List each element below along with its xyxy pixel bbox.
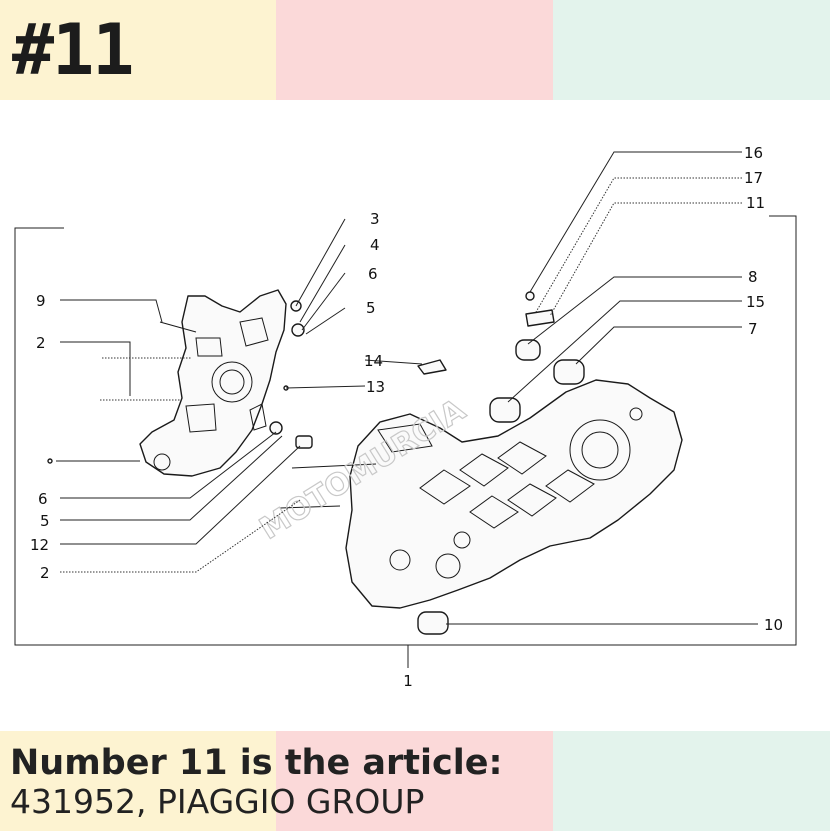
footer-band-pink [276,731,553,831]
callout-3: 3 [370,210,380,228]
footer-band-yellow [0,731,276,831]
callout-6-right: 6 [368,265,378,283]
callout-8: 8 [748,268,758,286]
callout-7: 7 [748,320,758,338]
header-band [0,0,830,100]
callout-10: 10 [764,616,783,634]
callout-9: 9 [36,292,46,310]
assembly-frame [14,215,797,668]
callout-14: 14 [364,352,383,370]
callout-16: 16 [744,144,763,162]
callout-5-right: 5 [366,299,376,317]
callout-2-bottom: 2 [40,564,50,582]
article-info: 431952, PIAGGIO GROUP [10,782,425,821]
callout-11: 11 [746,194,765,212]
footer-band [0,731,830,831]
callout-2-left: 2 [36,334,46,352]
callout-6-left: 6 [38,490,48,508]
small-parts [47,291,585,635]
callout-12: 12 [30,536,49,554]
exploded-parts-diagram: MOTOMURCIA 1 2 2 3 4 5 5 6 6 7 8 9 [14,144,797,690]
callout-13: 13 [366,378,385,396]
footer-title: Number 11 is the article: [10,743,503,783]
header-band-pink [276,0,553,100]
left-crankcase-half [139,289,287,477]
leader-lines [56,151,758,625]
callout-15: 15 [746,293,765,311]
callout-4: 4 [370,236,380,254]
callout-5-left: 5 [40,512,50,530]
callout-1: 1 [403,672,413,690]
callout-labels: 1 2 2 3 4 5 5 6 6 7 8 9 10 11 12 13 14 1… [30,144,783,690]
footer-band-mint [553,731,830,831]
callout-17: 17 [744,169,763,187]
item-number-badge: #11 [12,9,134,91]
header-band-mint [553,0,830,100]
right-crankcase-half [345,379,683,609]
header-band-yellow [0,0,276,100]
